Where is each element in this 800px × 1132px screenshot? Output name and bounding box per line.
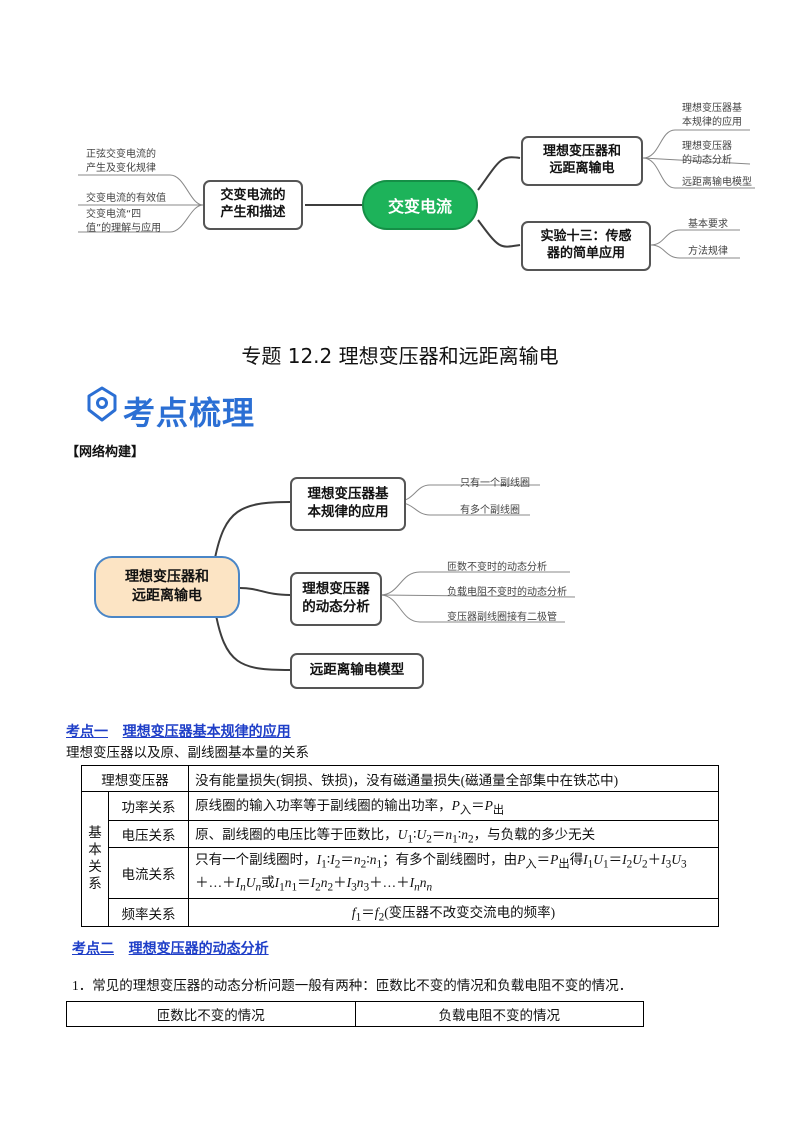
kp1-intro: 理想变压器以及原、副线圈基本量的关系 (66, 745, 309, 760)
section-banner: 考点梳理 (123, 394, 256, 432)
top-left-leaf-3: 交变电流“四 值”的理解与应用 (86, 209, 162, 234)
location-pin-icon (87, 386, 117, 422)
row-transformer-head: 理想变压器 (80, 765, 190, 792)
mid-leaf-3: 匝数不变时的动态分析 (447, 562, 547, 573)
top-right-leaf-2: 理想变压器 的动态分析 (682, 141, 732, 166)
mid-leaf-1: 只有一个副线圈 (460, 478, 530, 489)
right-node-transformer: 理想变压器和 远距离输电 (521, 136, 643, 186)
center-node: 交变电流 (362, 180, 478, 230)
doc-title: 专题 12.2 理想变压器和远距离输电 (241, 344, 559, 368)
mid-node-dynamic: 理想变压器 的动态分析 (290, 572, 382, 626)
freq-head: 频率关系 (107, 898, 190, 928)
mid-node-transmission-label: 远距离输电模型 (309, 662, 405, 679)
row-transformer-val: 没有能量损失(铜损、铁损)，没有磁通量损失(磁通量全部集中在铁芯中) (188, 765, 719, 792)
left-node-label: 交变电流的 产生和描述 (220, 188, 286, 220)
power-val: 原线圈的输入功率等于副线圈的输出功率，P入＝P出 (188, 791, 719, 821)
mid-leaf-2: 有多个副线圈 (460, 505, 520, 516)
kp1-title: 理想变压器基本规律的应用 (122, 724, 291, 740)
mid-node-dynamic-label: 理想变压器 的动态分析 (302, 581, 370, 615)
voltage-val: 原、副线圈的电压比等于匝数比，U1∶U2＝n1∶n2，与负载的多少无关 (188, 819, 719, 849)
kp2-title: 理想变压器的动态分析 (128, 941, 269, 957)
kp2-intro: 1．常见的理想变压器的动态分析问题一般有两种：匝数比不变的情况和负载电阻不变的情… (72, 978, 633, 993)
kp1-label: 考点一 (66, 724, 108, 740)
group-label-text: 基本关系 (88, 825, 102, 891)
top-right-leaf-1: 理想变压器基 本规律的应用 (682, 103, 742, 128)
mid-mindmap-lines (214, 484, 576, 671)
mid-leaf-4: 负载电阻不变时的动态分析 (447, 587, 567, 598)
dynamic-col-1: 匝数比不变的情况 (66, 1001, 356, 1027)
top-mindmap-lines (78, 129, 755, 259)
right-node-transformer-label: 理想变压器和 远距离输电 (542, 144, 621, 176)
right-node-sensor: 实验十三：传感 器的简单应用 (521, 221, 651, 271)
freq-val: f1＝f2(变压器不改变交流电的频率) (188, 898, 719, 928)
kp2-heading[interactable]: 考点二 理想变压器的动态分析 (72, 938, 269, 958)
mid-center-label: 理想变压器和 远距离输电 (125, 569, 209, 604)
top-left-leaf-1: 正弦交变电流的 产生及变化规律 (86, 149, 156, 174)
power-head: 功率关系 (107, 791, 190, 821)
current-head: 电流关系 (107, 847, 190, 900)
dynamic-table: 匝数比不变的情况 负载电阻不变的情况 (66, 1001, 644, 1027)
right-node-sensor-label: 实验十三：传感 器的简单应用 (540, 229, 632, 261)
kp1-heading[interactable]: 考点一 理想变压器基本规律的应用 (66, 721, 291, 741)
top-left-leaf-2: 交变电流的有效值 (86, 193, 166, 204)
center-node-label: 交变电流 (387, 197, 452, 216)
top-right-leaf-4: 基本要求 (688, 219, 728, 230)
mid-node-basic: 理想变压器基 本规律的应用 (290, 477, 406, 531)
top-right-leaf-5: 方法规律 (688, 246, 728, 257)
left-node: 交变电流的 产生和描述 (203, 180, 303, 230)
voltage-head: 电压关系 (107, 819, 190, 849)
top-right-leaf-3: 远距离输电模型 (682, 177, 752, 188)
kp2-label: 考点二 (72, 941, 114, 957)
relations-table: 理想变压器 没有能量损失(铜损、铁损)，没有磁通量损失(磁通量全部集中在铁芯中)… (80, 765, 719, 928)
mid-center-node: 理想变压器和 远距离输电 (94, 556, 240, 618)
network-label: 【网络构建】 (66, 445, 145, 460)
mid-leaf-5: 变压器副线圈接有二极管 (447, 612, 557, 623)
mid-node-basic-label: 理想变压器基 本规律的应用 (307, 486, 389, 520)
mid-node-transmission: 远距离输电模型 (290, 653, 424, 689)
current-val: 只有一个副线圈时，I1∶I2＝n2∶n1；有多个副线圈时，由P入＝P出得I1U1… (188, 847, 719, 900)
group-label: 基本关系 (81, 790, 109, 928)
dynamic-col-2: 负载电阻不变的情况 (354, 1001, 644, 1027)
